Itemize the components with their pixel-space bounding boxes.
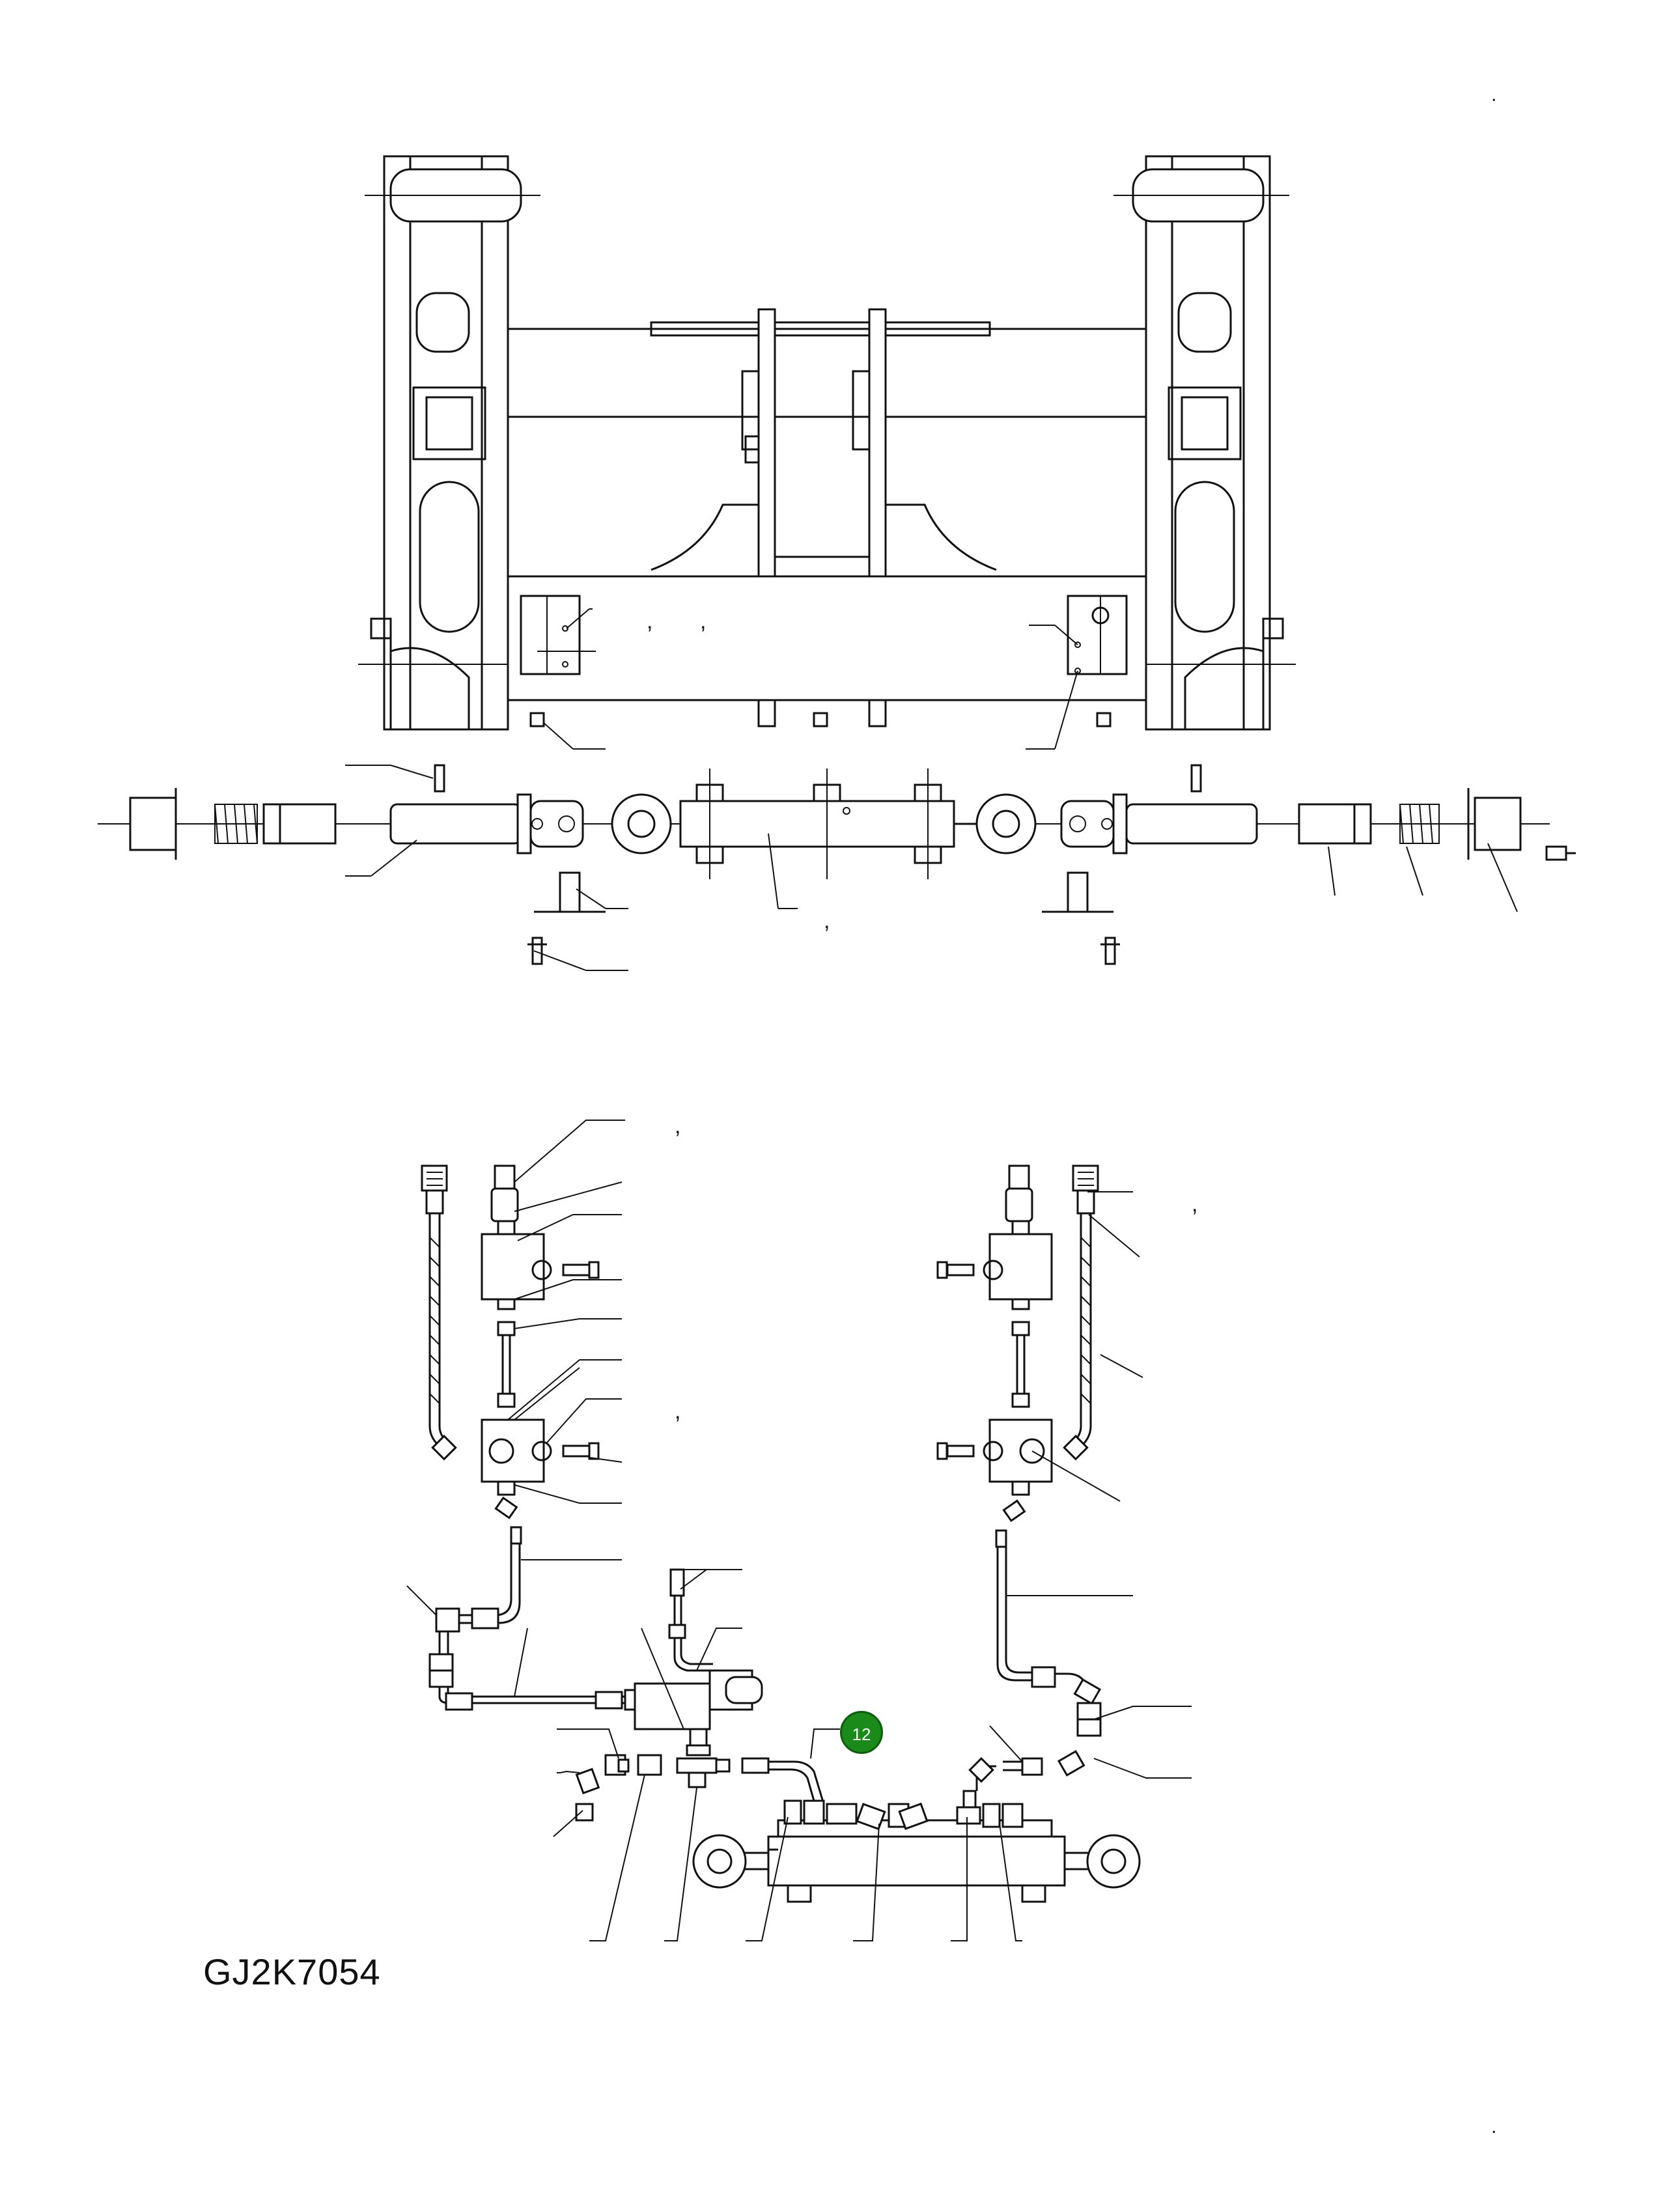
mark-comma-3: , [824, 909, 830, 933]
mark-comma-4: , [675, 1114, 680, 1138]
mark-dot-top: . [1491, 84, 1496, 106]
hydraulic-leader-lines [406, 1120, 1192, 1941]
item-callout-badge[interactable]: 12 [840, 1711, 883, 1754]
drawing-marks: , , , , , , . . [647, 84, 1496, 2137]
exploded-pin-assembly [98, 764, 1576, 965]
mark-comma-1: , [647, 609, 652, 634]
mark-comma-6: , [675, 1399, 680, 1424]
pin-leader-lines [345, 765, 1518, 971]
hydraulic-circuit [421, 1164, 1141, 1903]
frame-leader-lines [537, 608, 1078, 750]
quick-coupler-frame [358, 155, 1296, 731]
drawing-code-label: GJ2K7054 [203, 1951, 381, 1992]
mark-comma-2: , [700, 609, 706, 634]
mark-comma-5: , [1192, 1192, 1197, 1217]
mark-dot-bottom: . [1491, 2116, 1496, 2137]
